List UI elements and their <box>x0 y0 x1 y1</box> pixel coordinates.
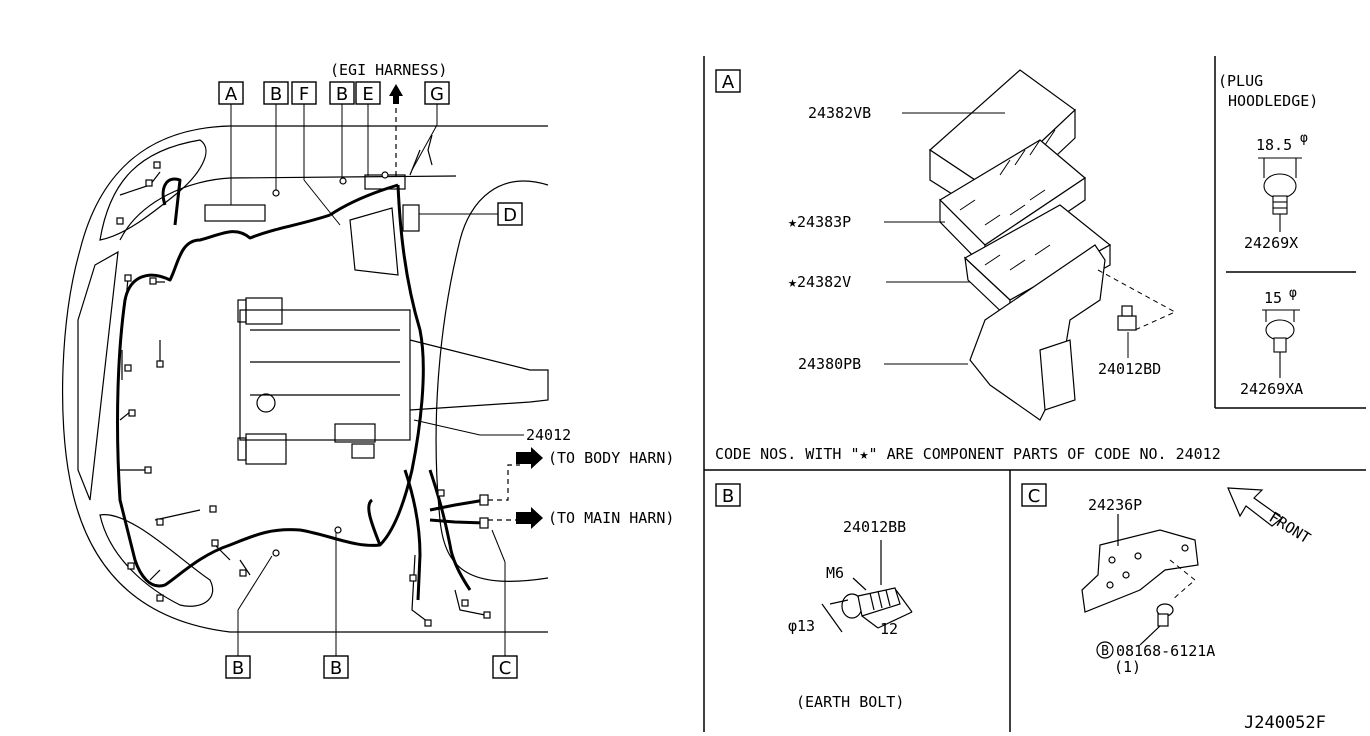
label-g: G <box>430 84 444 105</box>
label-d: D <box>503 205 517 226</box>
plug-2-dim-unit: φ <box>1289 286 1297 301</box>
earth-points <box>272 171 389 557</box>
plug-1-drawing <box>1258 157 1302 232</box>
plug-2-drawing <box>1262 309 1300 378</box>
panel-b-letter: B <box>722 486 734 507</box>
to-body-harn-label: (TO BODY HARN) <box>548 449 674 467</box>
main-harness <box>116 177 486 601</box>
panel-a-letter: A <box>722 72 735 93</box>
diagram-code: J240052F <box>1244 713 1326 733</box>
label-f: F <box>299 84 309 105</box>
fuse-detail <box>959 129 1056 271</box>
plug-2-dim: 15 <box>1264 289 1282 307</box>
bolt-circle-letter: B <box>1101 644 1109 659</box>
bolt-08168 <box>1139 603 1174 646</box>
label-c-bottom: C <box>499 658 512 679</box>
panel-b: B 24012BB M6 φ13 12 (EARTH BOLT) <box>715 483 913 711</box>
front-arrow-icon <box>1227 487 1283 527</box>
plug-1-dim-unit: φ <box>1300 131 1308 146</box>
label-a: A <box>225 84 238 105</box>
top-letter-boxes <box>218 81 523 679</box>
bracket-24236p <box>1081 514 1199 613</box>
plug-1-part: 24269X <box>1244 234 1298 252</box>
panel-c-qty: (1) <box>1114 658 1141 676</box>
top-letter-texts: A B F B E G D B B C <box>225 84 517 679</box>
panel-a-leaders <box>884 112 1129 365</box>
panel-c-bolt: 08168-6121A <box>1116 642 1215 660</box>
fuse-block-drawing <box>929 69 1112 421</box>
panel-b-caption: (EARTH BOLT) <box>796 693 904 711</box>
earth-bolt-drawing <box>821 540 913 633</box>
panel-a-note: CODE NOS. WITH "★" ARE COMPONENT PARTS O… <box>715 445 1221 463</box>
part-24382vb: 24382VB <box>808 104 871 122</box>
label-b-1: B <box>270 84 282 105</box>
panel-b-diameter: φ13 <box>788 617 815 635</box>
plug-1-dim: 18.5 <box>1256 136 1292 154</box>
egi-harness-label: (EGI HARNESS) <box>330 61 447 79</box>
engine-bay-outline <box>62 125 549 633</box>
panel-c-letter: C <box>1028 486 1041 507</box>
dashed-lines <box>395 108 520 521</box>
callout-lines <box>230 104 524 656</box>
part-24382v: ★24382V <box>788 273 851 291</box>
label-e: E <box>362 84 373 105</box>
panel-c: C 24236P B 08168-6121A (1) FRONT <box>1021 483 1314 676</box>
part-24012-label: 24012 <box>526 426 571 444</box>
to-main-harn-label: (TO MAIN HARN) <box>548 509 674 527</box>
part-24380pb: 24380PB <box>798 355 861 373</box>
part-24383p: ★24383P <box>788 213 851 231</box>
front-label: FRONT <box>1266 508 1314 547</box>
panel-b-part: 24012BB <box>843 518 906 536</box>
label-b-bottom-2: B <box>330 658 342 679</box>
panel-c-part: 24236P <box>1088 496 1142 514</box>
harness-branches <box>119 134 486 623</box>
part-24012bd: 24012BD <box>1098 360 1161 378</box>
panel-b-thread: M6 <box>826 564 844 582</box>
bolt-24012bd <box>1117 305 1137 331</box>
plug-2-part: 24269XA <box>1240 380 1303 398</box>
label-b-2: B <box>336 84 348 105</box>
connectors <box>116 161 491 627</box>
plug-title-2: HOODLEDGE) <box>1228 92 1318 110</box>
arrows <box>389 84 543 529</box>
panel-dividers <box>703 56 1366 732</box>
plug-title-1: (PLUG <box>1218 72 1263 90</box>
label-b-bottom-1: B <box>232 658 244 679</box>
panel-a: A <box>715 69 1318 463</box>
